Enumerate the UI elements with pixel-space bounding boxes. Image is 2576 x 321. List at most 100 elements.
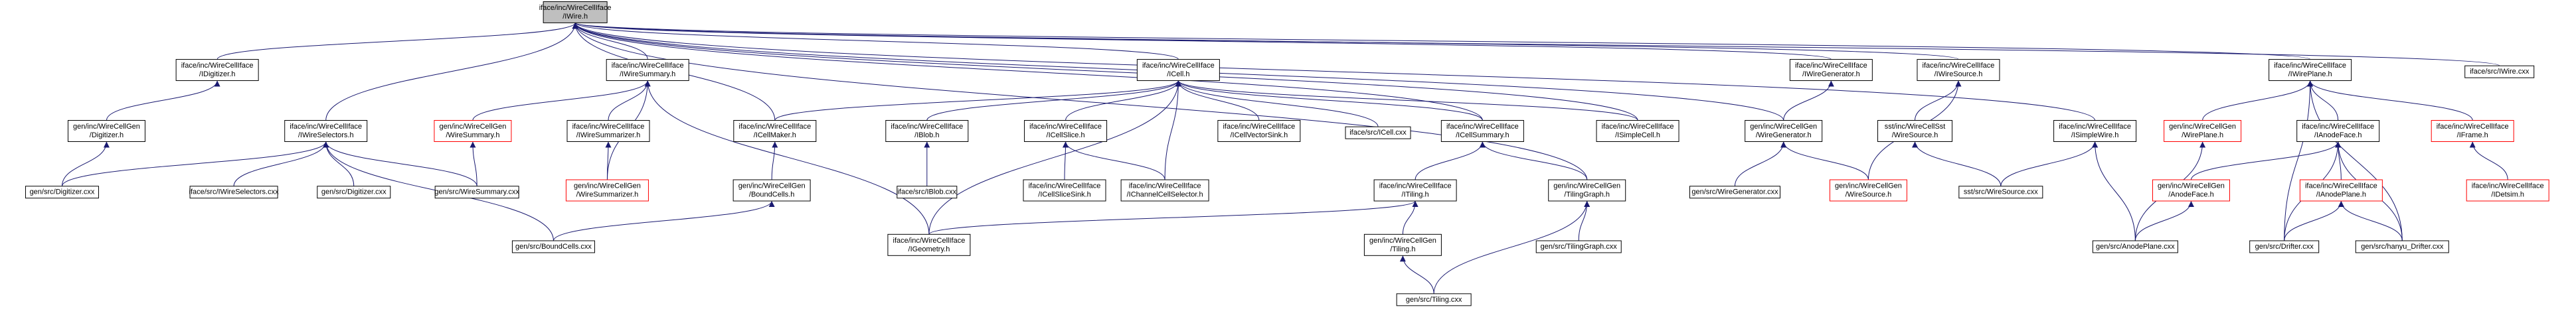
node-box[interactable] — [2464, 65, 2535, 78]
node-box[interactable] — [2299, 179, 2383, 202]
node-icellvectorsink[interactable]: iface/inc/WireCellIface/ICellVectorSink.… — [1217, 120, 1301, 142]
node-gen_wiregenerator_h[interactable]: gen/inc/WireCellGen/WireGenerator.h — [1745, 120, 1823, 142]
node-itiling[interactable]: iface/inc/WireCellIface/ITiling.h — [1373, 179, 1457, 202]
node-gen_wiresummary_h[interactable]: gen/inc/WireCellGen/WireSummary.h — [434, 120, 512, 142]
node-gen_digitizer_cxx[interactable]: gen/src/Digitizer.cxx — [25, 186, 99, 199]
node-igeometry[interactable]: iface/inc/WireCellIface/IGeometry.h — [887, 233, 971, 256]
node-gen_wiregenerator_cxx[interactable]: gen/src/WireGenerator.cxx — [1689, 186, 1780, 199]
node-icellsummary[interactable]: iface/inc/WireCellIface/ICellSummary.h — [1440, 120, 1524, 142]
node-box[interactable] — [1917, 59, 2000, 82]
node-iblob[interactable]: iface/inc/WireCellIface/IBlob.h — [885, 120, 969, 142]
node-gen_digitizer2_cxx[interactable]: gen/src/Digitizer.cxx — [317, 186, 391, 199]
node-gen_tilinggraph_h[interactable]: gen/inc/WireCellGen/TilingGraph.h — [1548, 179, 1626, 202]
node-gen_boundcells_h[interactable]: gen/inc/WireCellGen/BoundCells.h — [732, 179, 811, 202]
node-icellmaker[interactable]: iface/inc/WireCellIface/ICellMaker.h — [733, 120, 817, 142]
node-idigitizer[interactable]: iface/inc/WireCellIface/IDigitizer.h — [175, 59, 259, 82]
node-box[interactable] — [1596, 120, 1679, 142]
node-box[interactable] — [2092, 240, 2178, 253]
node-box[interactable] — [2296, 120, 2380, 142]
node-gen_digitizer_h[interactable]: gen/inc/WireCellGen/Digitizer.h — [67, 120, 145, 142]
node-box[interactable] — [1373, 179, 1457, 202]
node-iblob_cxx[interactable]: iface/src/IBlob.cxx — [897, 186, 958, 199]
node-iwireplane[interactable]: iface/inc/WireCellIface/IWirePlane.h — [2269, 59, 2352, 82]
node-gen_tiling_h[interactable]: gen/inc/WireCellGen/Tiling.h — [1363, 233, 1442, 256]
node-sst_wiresource_cxx[interactable]: sst/src/WireSource.cxx — [1958, 186, 2043, 199]
node-gen_boundcells_cxx[interactable]: gen/src/BoundCells.cxx — [511, 240, 595, 253]
node-box[interactable] — [511, 240, 595, 253]
node-box[interactable] — [1120, 179, 1209, 202]
node-iframe[interactable]: iface/inc/WireCellIface/IFrame.h — [2431, 120, 2514, 142]
node-box[interactable] — [1548, 179, 1626, 202]
node-box[interactable] — [284, 120, 368, 142]
node-box[interactable] — [1024, 120, 1108, 142]
node-gen_tiling_cxx[interactable]: gen/src/Tiling.cxx — [1396, 293, 1472, 306]
node-ichannelcellselector[interactable]: iface/inc/WireCellIface/IChannelCellSele… — [1120, 179, 1209, 202]
node-box[interactable] — [1745, 120, 1823, 142]
node-box[interactable] — [2164, 120, 2242, 142]
node-iwireselectors_cxx[interactable]: iface/src/IWireSelectors.cxx — [189, 186, 280, 199]
node-box[interactable] — [1345, 126, 1411, 139]
node-box[interactable] — [317, 186, 391, 199]
node-gen_tilinggraph_cxx[interactable]: gen/src/TilingGraph.cxx — [1535, 240, 1622, 253]
node-box[interactable] — [566, 120, 650, 142]
node-iwire[interactable]: iface/inc/WireCellIface/IWire.h — [539, 1, 612, 23]
node-iwiregenerator[interactable]: iface/inc/WireCellIface/IWireGenerator.h — [1789, 59, 1873, 82]
node-box[interactable] — [25, 186, 99, 199]
node-box[interactable] — [2355, 240, 2449, 253]
node-ianodeplane[interactable]: iface/inc/WireCellIface/IAnodePlane.h — [2299, 179, 2383, 202]
node-gen_wiresummarizer_h[interactable]: gen/inc/WireCellGen/WireSummarizer.h — [565, 179, 649, 202]
node-box[interactable] — [2269, 59, 2352, 82]
node-box[interactable] — [2466, 179, 2549, 202]
node-iwiresummarizer[interactable]: iface/inc/WireCellIface/IWireSummarizer.… — [566, 120, 650, 142]
node-box[interactable] — [897, 186, 958, 199]
node-box[interactable] — [2152, 179, 2230, 202]
node-icellslice[interactable]: iface/inc/WireCellIface/ICellSlice.h — [1024, 120, 1108, 142]
node-box[interactable] — [1023, 179, 1106, 202]
node-box[interactable] — [885, 120, 969, 142]
node-box[interactable] — [2053, 120, 2137, 142]
node-box[interactable] — [2249, 240, 2320, 253]
node-idetsim[interactable]: iface/inc/WireCellIface/IDetsim.h — [2466, 179, 2549, 202]
node-icellcxx[interactable]: iface/src/ICell.cxx — [1345, 126, 1411, 139]
node-icell[interactable]: iface/inc/WireCellIface/ICell.h — [1136, 59, 1220, 82]
node-box[interactable] — [1363, 233, 1442, 256]
node-iwireselectors[interactable]: iface/inc/WireCellIface/IWireSelectors.h — [284, 120, 368, 142]
node-gen_anodeface_h[interactable]: gen/inc/WireCellGen/AnodeFace.h — [2152, 179, 2230, 202]
node-icellslicesink[interactable]: iface/inc/WireCellIface/ICellSliceSink.h — [1023, 179, 1106, 202]
node-gen_wiresummary_cxx[interactable]: gen/src/WireSummary.cxx — [434, 186, 519, 199]
node-box[interactable] — [887, 233, 971, 256]
node-box[interactable] — [1789, 59, 1873, 82]
node-box[interactable] — [1829, 179, 1907, 202]
node-box[interactable] — [1440, 120, 1524, 142]
node-gen_wireplane_h[interactable]: gen/inc/WireCellGen/WirePlane.h — [2164, 120, 2242, 142]
node-isimplewire[interactable]: iface/inc/WireCellIface/ISimpleWire.h — [2053, 120, 2137, 142]
node-iwiresource[interactable]: iface/inc/WireCellIface/IWireSource.h — [1917, 59, 2000, 82]
node-box[interactable] — [733, 120, 817, 142]
node-box[interactable] — [189, 186, 278, 199]
node-iwiresummary[interactable]: iface/inc/WireCellIface/IWireSummary.h — [606, 59, 689, 82]
node-box[interactable] — [1136, 59, 1220, 82]
node-box[interactable] — [1217, 120, 1301, 142]
node-ianodeface[interactable]: iface/inc/WireCellIface/IAnodeFace.h — [2296, 120, 2380, 142]
node-gen_wiresource_h[interactable]: gen/inc/WireCellGen/WireSource.h — [1829, 179, 1907, 202]
node-box[interactable] — [1958, 186, 2043, 199]
node-gen_hanyu_drifter_cxx[interactable]: gen/src/hanyu_Drifter.cxx — [2355, 240, 2449, 253]
node-iwirecxx[interactable]: iface/src/IWire.cxx — [2464, 65, 2535, 78]
node-box[interactable] — [543, 1, 608, 23]
node-box[interactable] — [606, 59, 689, 82]
node-box[interactable] — [434, 186, 519, 199]
node-gen_drifter_cxx[interactable]: gen/src/Drifter.cxx — [2249, 240, 2320, 253]
node-box[interactable] — [1877, 120, 1953, 142]
node-box[interactable] — [732, 179, 811, 202]
node-box[interactable] — [434, 120, 512, 142]
node-box[interactable] — [67, 120, 145, 142]
node-isimplecell[interactable]: iface/inc/WireCellIface/ISimpleCell.h — [1596, 120, 1679, 142]
node-box[interactable] — [1689, 186, 1780, 199]
node-box[interactable] — [2431, 120, 2514, 142]
node-box[interactable] — [1535, 240, 1622, 253]
node-box[interactable] — [565, 179, 649, 202]
node-box[interactable] — [175, 59, 259, 82]
node-box[interactable] — [1396, 293, 1472, 306]
node-gen_anodeplane_cxx[interactable]: gen/src/AnodePlane.cxx — [2092, 240, 2178, 253]
node-sst_wiresource_h[interactable]: sst/inc/WireCellSst/WireSource.h — [1877, 120, 1953, 142]
